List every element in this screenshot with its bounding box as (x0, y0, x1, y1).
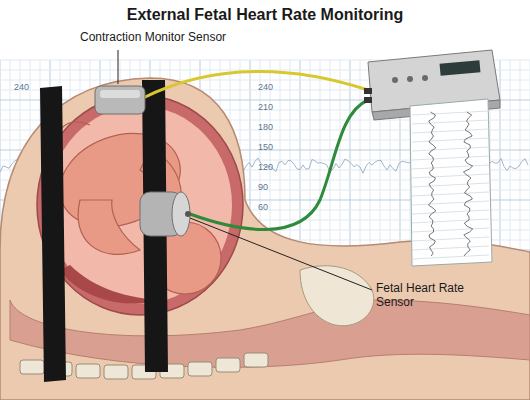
body-skin (0, 78, 530, 400)
grid-line (412, 219, 489, 223)
title: External Fetal Heart Rate Monitoring (0, 6, 530, 24)
fetus (47, 117, 221, 294)
fhr-sensor (140, 192, 191, 236)
axis-value: 240 (14, 82, 29, 92)
axis-value: 240 (258, 82, 273, 92)
uterus-wall (37, 95, 243, 315)
grid-line (412, 174, 489, 178)
grid-line (412, 246, 489, 250)
grid-line (412, 111, 489, 115)
paper-strip (410, 99, 492, 266)
part-label: Fetal Heart Rate Sensor (376, 282, 476, 310)
grid-line (412, 201, 489, 205)
axis-value: 120 (258, 162, 273, 172)
chart-grid (0, 60, 530, 400)
chart-trace (428, 112, 435, 256)
grid-line (412, 192, 489, 196)
leader-line (190, 218, 372, 290)
grid-line (412, 237, 489, 241)
pelvic-bone (300, 266, 374, 326)
contraction-sensor (95, 86, 145, 114)
axis-value: 150 (258, 142, 273, 152)
cable (143, 71, 368, 98)
belt (40, 86, 66, 382)
body-cavity (10, 300, 530, 367)
grid-line (412, 147, 489, 151)
grid-line (412, 183, 489, 187)
grid-line (412, 228, 489, 232)
grid-line (412, 165, 489, 169)
axis-value: 90 (258, 182, 268, 192)
grid-line (412, 138, 489, 142)
grid-line (412, 120, 489, 124)
leader-line (118, 50, 119, 84)
part-label: Contraction Monitor Sensor (80, 31, 226, 45)
axis-value: 210 (258, 102, 273, 112)
grid-line (412, 129, 489, 133)
axis-value: 60 (258, 202, 268, 212)
monitor-device (364, 50, 500, 266)
cable (190, 100, 368, 230)
chart-trace (463, 112, 472, 256)
axis-value: 180 (258, 122, 273, 132)
grid-line (412, 156, 489, 160)
grid-line (412, 255, 489, 259)
grid-line (412, 210, 489, 214)
